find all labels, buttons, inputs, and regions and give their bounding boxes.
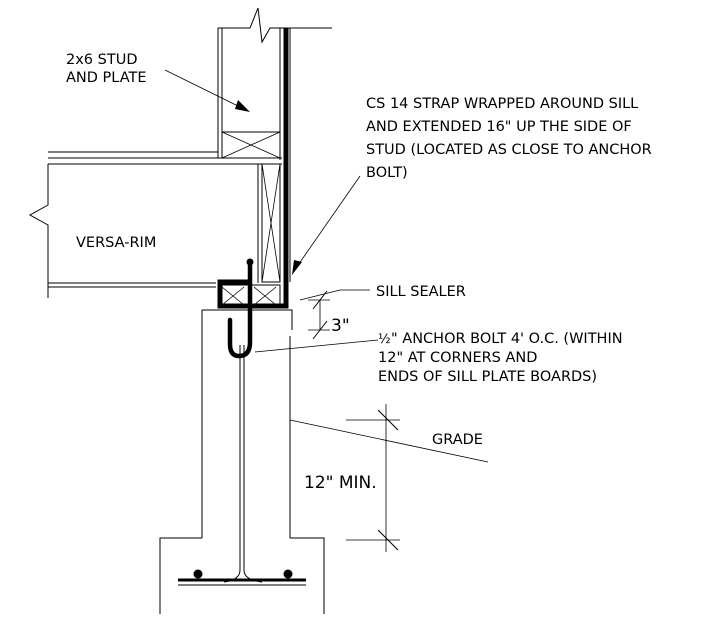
label-strap-line3: STUD (LOCATED AS CLOSE TO ANCHOR: [366, 142, 652, 158]
dimension-sill-offset: [308, 290, 330, 340]
label-anchor-bolt-line2: 12" AT CORNERS AND: [378, 350, 537, 366]
label-strap-line4: BOLT): [366, 165, 408, 181]
dimension-label-grade-depth: 12" MIN.: [304, 473, 377, 493]
label-stud-line2: AND PLATE: [66, 70, 147, 86]
label-sill-sealer: SILL SEALER: [376, 284, 466, 300]
label-anchor-bolt-line3: ENDS OF SILL PLATE BOARDS): [378, 369, 597, 385]
foundation-wall: [159, 309, 325, 614]
label-grade: GRADE: [432, 432, 483, 448]
label-strap-line2: AND EXTENDED 16" UP THE SIDE OF: [366, 119, 632, 135]
anchor-bolt: [227, 259, 253, 359]
label-stud-line1: 2x6 STUD: [66, 52, 137, 68]
dimension-grade-depth: [346, 404, 400, 552]
label-anchor-bolt-line1: " ANCHOR BOLT 4' O.C. (WITHIN: [391, 331, 623, 347]
upper-stud-wall: [217, 7, 332, 160]
label-anchor-bolt-fraction: ½: [378, 332, 391, 347]
label-strap-line1: CS 14 STRAP WRAPPED AROUND SILL: [366, 96, 638, 112]
floor-and-rim: [28, 151, 282, 298]
label-versa-rim: VERSA-RIM: [76, 235, 156, 251]
cs14-strap: [217, 28, 289, 309]
leader-lines: [164, 69, 489, 463]
dimension-label-sill-offset: 3": [331, 316, 350, 336]
